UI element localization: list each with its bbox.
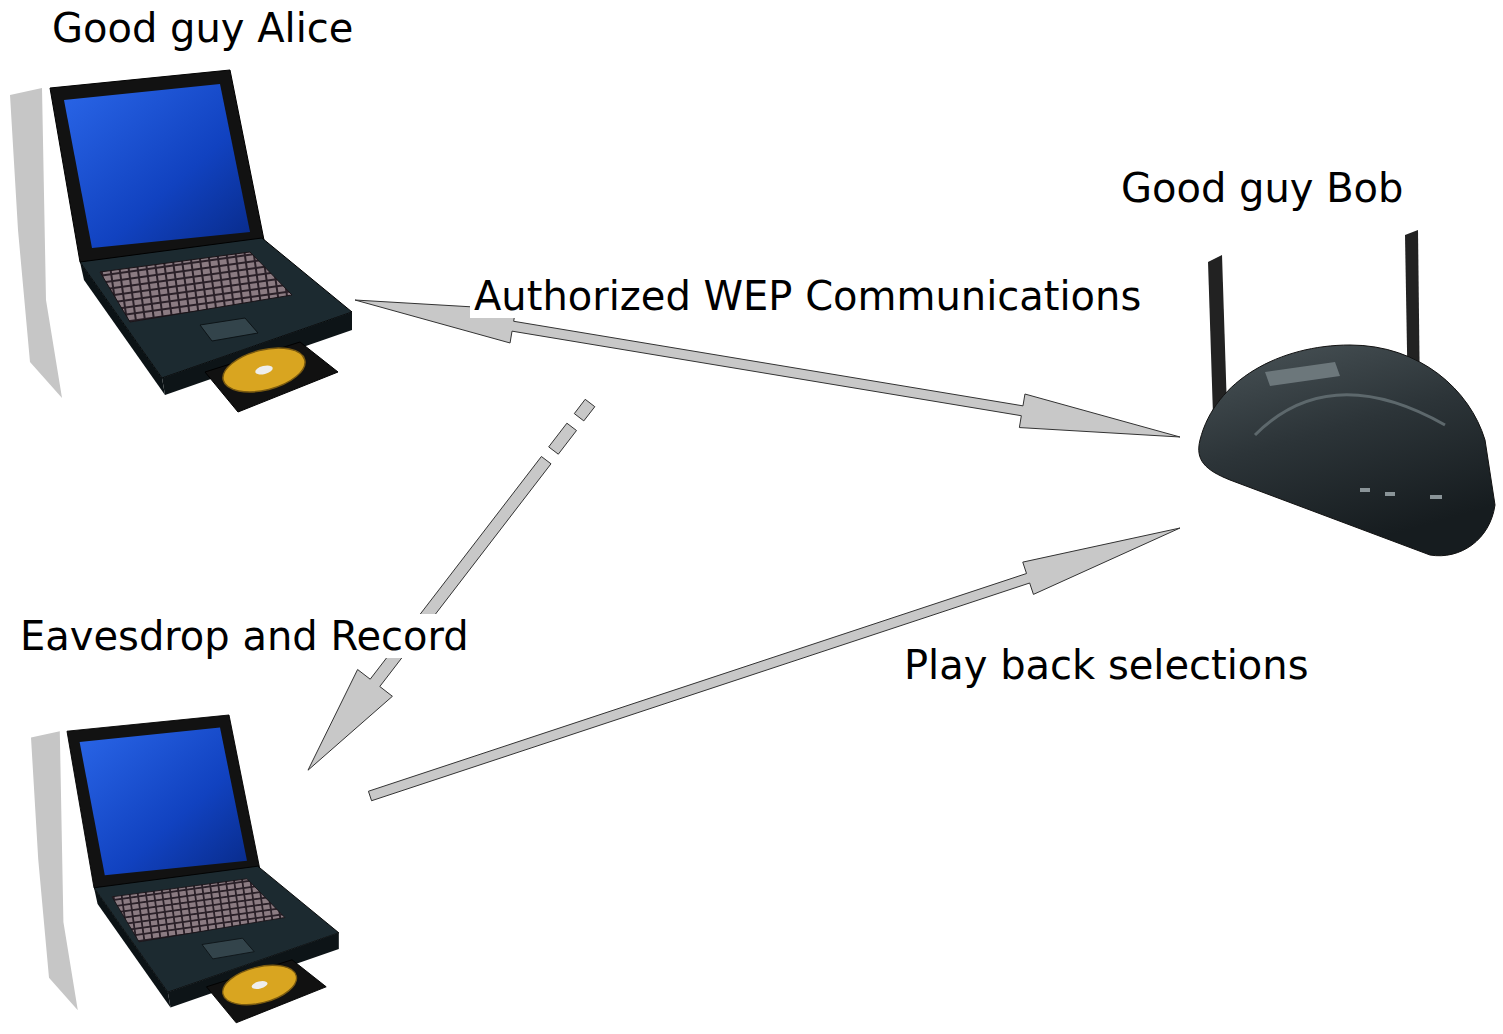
attacker-laptop [31,715,339,1023]
device-node: Good guy Bob [1180,160,1492,560]
arrow-label: Authorized WEP Communications [470,274,1145,318]
device-caption: Eavesdrop and Record [17,614,472,658]
alice-laptop [10,70,352,412]
wireless-router [1199,230,1495,556]
device-caption: Good guy Alice [49,6,356,50]
eavesdrop-arrow [308,399,595,770]
wide-arrow [355,300,1180,437]
arrow-label: Play back selections [900,643,1313,687]
device-caption: Good guy Bob [1118,166,1406,210]
device-node: Eavesdrop and Record [15,612,370,1032]
device-node: Good guy Alice [10,2,355,420]
